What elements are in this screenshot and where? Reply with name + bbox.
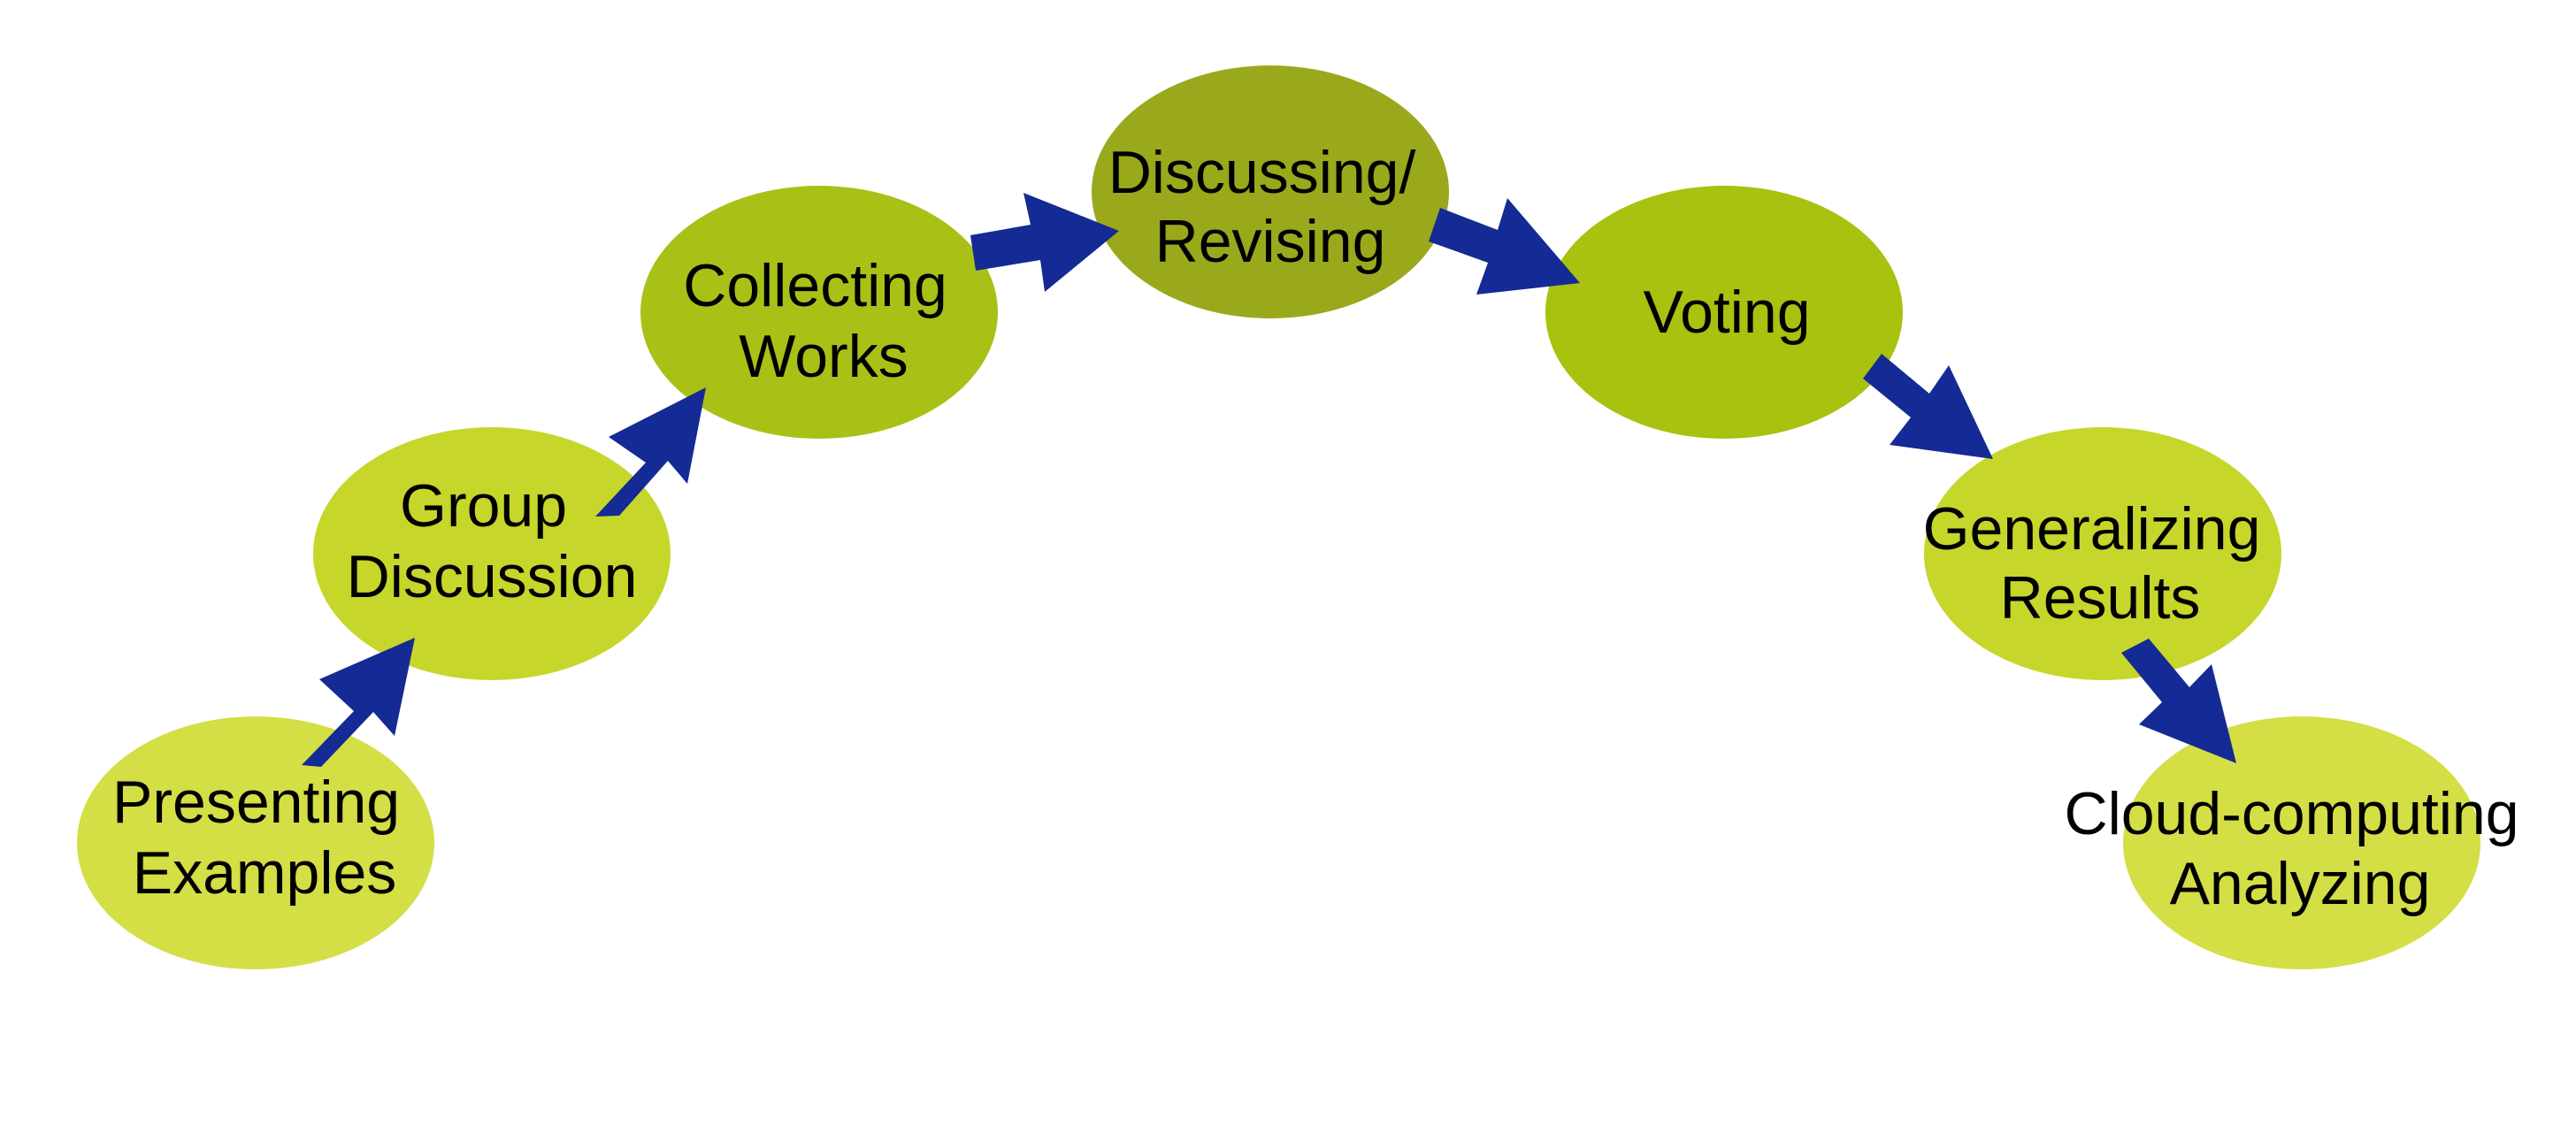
step-ellipse [1092, 65, 1449, 318]
step-collecting-works: Collecting Works [640, 186, 998, 439]
step-voting: Voting [1545, 186, 1903, 439]
step-ellipse [313, 427, 671, 680]
step-ellipse [2123, 716, 2480, 969]
step-ellipse [640, 186, 998, 439]
step-label: Discussing/ Revising [1108, 139, 1433, 275]
step-label-line: Works [739, 323, 908, 390]
arrow-collecting-to-discussing [970, 193, 1119, 292]
step-label: Collecting Works [683, 252, 964, 390]
step-cloud-computing-analyzing: Cloud-computing Analyzing [2065, 716, 2536, 969]
step-label-line: Voting [1643, 279, 1810, 346]
step-label-line: Examples [133, 839, 397, 907]
step-label: Presenting Examples [112, 769, 417, 907]
step-label-line: Collecting [683, 252, 947, 319]
arrow-generalizing-to-cloud [2121, 639, 2236, 763]
arrow-discussing-to-voting [1429, 198, 1580, 295]
step-ellipse [1924, 427, 2281, 680]
step-label-line: Generalizing [1923, 495, 2261, 563]
step-label-line: Revising [1155, 208, 1386, 275]
arrow-voting-to-generalizing [1863, 354, 1993, 459]
step-ellipse [77, 716, 434, 969]
step-nodes: Presenting Examples Group Discussion Col… [77, 65, 2536, 969]
step-label-line: Discussion [347, 543, 638, 610]
step-presenting-examples: Presenting Examples [77, 716, 434, 969]
arrow-presenting-to-group [302, 638, 415, 767]
step-label: Voting [1643, 279, 1810, 346]
step-label-line: Results [2000, 564, 2201, 632]
step-label: Cloud-computing Analyzing [2065, 780, 2536, 917]
arrow-group-to-collecting [595, 387, 706, 517]
step-label-line: Cloud-computing [2065, 780, 2519, 847]
step-label-line: Discussing/ [1108, 139, 1416, 206]
step-ellipse [1545, 186, 1903, 439]
step-label: Group Discussion [347, 472, 638, 610]
step-generalizing-results: Generalizing Results [1923, 427, 2281, 680]
step-label-line: Group [400, 472, 567, 540]
step-label: Generalizing Results [1923, 495, 2278, 632]
step-label-line: Presenting [112, 769, 400, 836]
step-label-line: Analyzing [2170, 850, 2431, 917]
step-discussing-revising: Discussing/ Revising [1092, 65, 1449, 318]
flow-arrows [302, 193, 2236, 767]
step-group-discussion: Group Discussion [313, 427, 671, 680]
